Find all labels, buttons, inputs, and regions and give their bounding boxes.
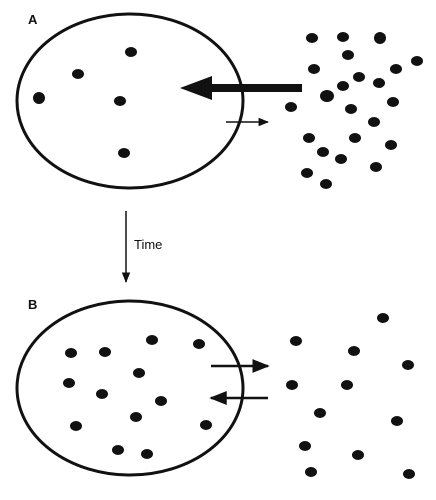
particle	[368, 117, 380, 127]
particle	[303, 133, 315, 143]
cell-a-inside-particles	[33, 47, 137, 158]
panel-b: B	[15, 297, 415, 479]
particle	[385, 140, 397, 150]
cell-b-membrane	[15, 299, 245, 477]
particle	[65, 348, 77, 358]
inward-flux-arrow	[180, 76, 302, 100]
particle	[286, 380, 298, 390]
particle	[70, 421, 82, 431]
particle	[341, 380, 353, 390]
particle	[299, 441, 311, 451]
particle	[387, 97, 399, 107]
particle	[112, 445, 124, 455]
particle	[285, 102, 297, 112]
particle	[200, 420, 212, 430]
particle	[411, 56, 423, 66]
particle	[301, 168, 313, 178]
particle	[130, 412, 142, 422]
panel-b-label: B	[28, 297, 37, 312]
particle	[306, 33, 318, 43]
particle	[403, 469, 415, 479]
panel-a-label: A	[28, 12, 38, 27]
particle	[391, 416, 403, 426]
particle	[146, 335, 158, 345]
cell-b-inside-particles	[63, 335, 212, 459]
particle	[374, 32, 386, 44]
particle	[390, 64, 402, 74]
particle	[99, 347, 111, 357]
particle	[317, 147, 329, 157]
particle	[63, 378, 75, 388]
particle	[377, 313, 389, 323]
cell-a-membrane	[15, 12, 245, 190]
particle	[193, 339, 205, 349]
particle	[402, 360, 414, 370]
particle	[133, 368, 145, 378]
particle	[349, 133, 361, 143]
particle	[352, 450, 364, 460]
particle	[308, 64, 320, 74]
particle	[141, 449, 153, 459]
particle	[335, 154, 347, 164]
particle	[353, 72, 365, 82]
particle	[370, 162, 382, 172]
cell-b-outside-particles	[286, 313, 415, 479]
particle	[342, 50, 354, 60]
particle	[320, 179, 332, 189]
particle	[348, 346, 360, 356]
particle	[345, 104, 357, 114]
particle	[305, 467, 317, 477]
particle	[114, 96, 126, 106]
particle	[337, 32, 349, 42]
particle	[72, 69, 84, 79]
time-arrow: Time	[121, 211, 162, 284]
particle	[118, 148, 130, 158]
particle	[373, 78, 385, 88]
time-label: Time	[134, 237, 162, 252]
panel-a: A	[15, 12, 423, 190]
particle	[33, 92, 45, 104]
particle	[320, 90, 334, 102]
particle	[314, 408, 326, 418]
particle	[337, 81, 349, 91]
cell-a-outside-particles	[285, 32, 423, 189]
particle	[96, 389, 108, 399]
particle	[125, 47, 137, 57]
particle	[155, 396, 167, 406]
particle	[290, 336, 302, 346]
